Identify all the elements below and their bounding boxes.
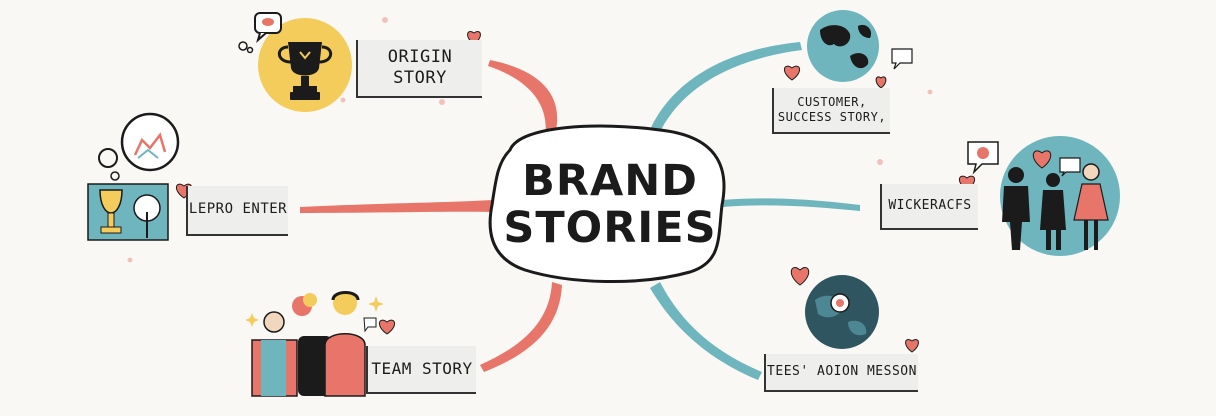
- trophy-icon: [99, 189, 123, 234]
- thought-dot-icon: [238, 41, 248, 51]
- node-team-label: TEAM STORY: [371, 359, 473, 378]
- person-icon: [324, 291, 366, 397]
- mission-illustration: [790, 267, 919, 353]
- decorative-dots: [127, 17, 933, 263]
- heart-icon: [905, 339, 919, 353]
- sparkle-icon: [368, 296, 384, 312]
- node-wickeracfs-label: WICKERACFS: [888, 197, 972, 213]
- heart-icon: [875, 76, 887, 89]
- thought-dot-icon: [246, 46, 254, 54]
- wicker-illustration: [959, 136, 1120, 256]
- thought-bubble-icon: [120, 112, 180, 172]
- center-title-line2: STORIES: [503, 203, 717, 253]
- center-blob: [488, 124, 726, 283]
- speech-bubble-icon: [1059, 157, 1081, 177]
- person-icon: [292, 293, 332, 396]
- person-icon: [1040, 173, 1066, 250]
- heart-icon: [1032, 150, 1052, 169]
- node-origin-label: ORIGIN STORY: [387, 46, 453, 88]
- branch-lepro: [300, 200, 493, 213]
- node-customer-line1: CUSTOMER,: [797, 95, 867, 109]
- team-illustration: [245, 291, 395, 397]
- person-icon: [1073, 163, 1109, 250]
- branch-mission: [650, 282, 762, 380]
- speech-bubble-icon: [254, 12, 282, 43]
- branch-customer: [650, 42, 802, 132]
- customer-illustration: [784, 10, 913, 89]
- center-title-line1: BRAND: [522, 156, 698, 206]
- tree-icon: [133, 194, 161, 238]
- lepro-illustration: [87, 112, 192, 241]
- branch-wicker: [722, 198, 860, 211]
- node-team-story[interactable]: TEAM STORY: [366, 346, 476, 394]
- heart-icon: [379, 319, 395, 335]
- branch-team: [480, 282, 562, 372]
- node-customer-line2: SUCCESS STORY,: [777, 110, 887, 124]
- branch-origin: [488, 60, 558, 138]
- center-title: BRAND STORIES: [500, 158, 720, 252]
- person-icon: [1002, 167, 1030, 250]
- trophy-icon: [277, 42, 333, 100]
- heart-icon: [784, 65, 800, 81]
- speech-bubble-icon: [891, 48, 913, 70]
- sparkle-icon: [245, 313, 259, 327]
- node-lepro-enter[interactable]: LEPRO ENTER: [186, 186, 288, 236]
- origin-illustration: [238, 12, 352, 112]
- node-lepro-label: LEPRO ENTER: [188, 201, 288, 218]
- node-wickeracfs[interactable]: WICKERACFS: [880, 184, 978, 230]
- heart-icon: [790, 267, 810, 286]
- node-origin-story[interactable]: ORIGIN STORY: [356, 40, 482, 98]
- node-mission-label: TEES' AOION MESSON: [767, 363, 917, 379]
- speech-bubble-icon: [363, 317, 377, 333]
- globe-icon: [807, 10, 879, 82]
- person-icon: [251, 311, 298, 397]
- node-mission[interactable]: TEES' AOION MESSON: [764, 354, 918, 392]
- node-customer-success-story[interactable]: CUSTOMER, SUCCESS STORY,: [772, 88, 890, 134]
